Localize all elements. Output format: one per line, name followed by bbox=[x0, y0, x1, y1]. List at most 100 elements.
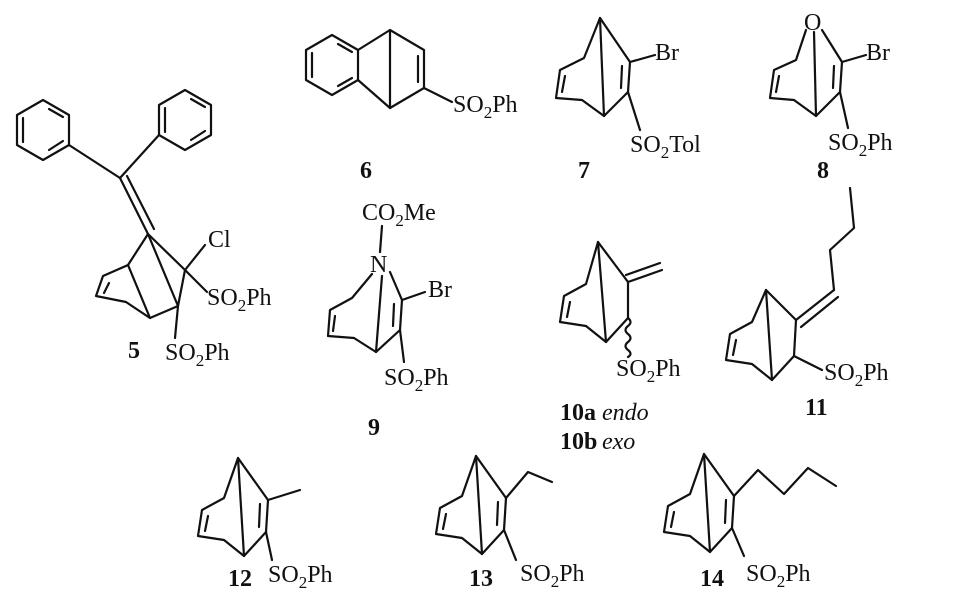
bicycle-bridge bbox=[374, 274, 384, 354]
bond-methylene-2 bbox=[624, 261, 662, 277]
alkene-inner bbox=[565, 300, 572, 319]
substituent-so2ph: SO2Ph bbox=[520, 561, 585, 591]
bicycle-frame bbox=[662, 452, 736, 554]
bond-so2ph bbox=[730, 526, 746, 558]
bicycle-frame bbox=[196, 456, 270, 558]
bond-alkylidene-2 bbox=[799, 295, 840, 329]
compound-9: CO2Me N Br SO2Ph 9 bbox=[326, 200, 452, 441]
bond-br bbox=[840, 53, 868, 64]
bond-n-co2me bbox=[378, 224, 384, 254]
compound-12: SO2Ph 12 bbox=[196, 456, 333, 592]
alkene-inner-2 bbox=[619, 64, 624, 90]
bond-so2tol bbox=[626, 90, 642, 132]
bond-br bbox=[400, 290, 427, 302]
substituent-so2ph-a: SO2Ph bbox=[207, 285, 272, 315]
bicycle-bridge bbox=[596, 240, 608, 344]
bicycle-frame bbox=[724, 288, 798, 382]
benzo-inner-3 bbox=[336, 76, 354, 88]
bicycle-bridge bbox=[474, 454, 484, 556]
bicycle-frame bbox=[768, 28, 844, 118]
bond-cl bbox=[183, 243, 207, 272]
butyl-chain bbox=[732, 466, 838, 498]
bicycle-frame bbox=[326, 270, 404, 354]
bicycle-bridge bbox=[126, 263, 152, 320]
compound-number: 12 bbox=[228, 566, 252, 592]
bridge-atom-n: N bbox=[370, 252, 387, 278]
compound-10: SO2Ph 10a endo 10b exo bbox=[558, 240, 681, 455]
benzo-ring bbox=[304, 33, 360, 97]
bicycle-bridge bbox=[702, 452, 712, 554]
benzo-inner-2 bbox=[336, 42, 354, 54]
alkene-inner bbox=[102, 281, 111, 295]
alkene-inner-1 bbox=[560, 74, 567, 94]
bicycle-frame bbox=[434, 454, 508, 556]
bond-ph-right bbox=[118, 133, 161, 180]
bicycle-frame bbox=[94, 232, 187, 320]
butyl-chain bbox=[828, 186, 856, 292]
compound-number-b: 10b bbox=[560, 429, 597, 455]
phenyl-right-inner-2 bbox=[189, 129, 207, 142]
compound-11: SO2Ph 11 bbox=[724, 186, 889, 421]
compound-number: 7 bbox=[578, 158, 590, 184]
substituent-so2ph-b: SO2Ph bbox=[165, 340, 230, 370]
substituent-so2ph: SO2Ph bbox=[453, 92, 518, 122]
bicycle-frame bbox=[554, 16, 632, 118]
bond-so2ph bbox=[264, 530, 274, 562]
alkene-inner-2 bbox=[391, 302, 396, 328]
bond-exo-double-1 bbox=[118, 176, 150, 236]
substituent-br: Br bbox=[866, 40, 890, 66]
compound-number: 5 bbox=[128, 338, 140, 364]
label-exo: exo bbox=[602, 429, 635, 455]
bicycle-bridge bbox=[236, 456, 246, 558]
phenyl-ring-left bbox=[15, 98, 71, 162]
substituent-so2ph: SO2Ph bbox=[828, 130, 893, 160]
substituent-so2ph: SO2Ph bbox=[616, 356, 681, 386]
bond-so2ph bbox=[422, 86, 454, 104]
bond-methyl bbox=[266, 488, 302, 502]
alkene-inner-2 bbox=[257, 502, 262, 529]
phenyl-right-inner-1 bbox=[189, 97, 207, 109]
compound-6: SO2Ph 6 bbox=[304, 28, 518, 184]
bicycle-bridge bbox=[598, 16, 606, 118]
bond-wavy bbox=[624, 316, 632, 359]
bond-so2ph bbox=[838, 90, 850, 130]
compound-14: SO2Ph 14 bbox=[662, 452, 838, 592]
bond-ph-left bbox=[67, 143, 122, 180]
bond-so2ph-1 bbox=[183, 268, 209, 294]
label-endo: endo bbox=[602, 400, 649, 426]
compound-number: 6 bbox=[360, 158, 372, 184]
compound-8: O Br SO2Ph 8 bbox=[768, 10, 893, 184]
substituent-so2tol: SO2Tol bbox=[630, 132, 701, 162]
alkene-inner bbox=[731, 338, 738, 357]
bicycle-frame bbox=[356, 28, 426, 110]
bicycle-bridge bbox=[812, 30, 818, 118]
compound-number: 14 bbox=[700, 566, 724, 592]
bond-br bbox=[628, 53, 657, 64]
compound-5: Cl SO2Ph SO2Ph 5 bbox=[15, 88, 272, 370]
bond-methylene-1 bbox=[626, 268, 664, 284]
substituent-br: Br bbox=[655, 40, 679, 66]
substituent-so2ph: SO2Ph bbox=[746, 561, 811, 591]
bond-so2ph bbox=[502, 528, 518, 562]
alkene-inner-2 bbox=[831, 64, 836, 90]
phenyl-left-inner-2 bbox=[47, 139, 65, 152]
bicycle-frame bbox=[558, 240, 630, 344]
substituent-br: Br bbox=[428, 277, 452, 303]
alkene-inner-1 bbox=[441, 512, 448, 531]
alkene-inner-1 bbox=[774, 74, 781, 94]
compound-number: 8 bbox=[817, 158, 829, 184]
substituent-co2me: CO2Me bbox=[362, 200, 436, 230]
bond-so2ph bbox=[398, 328, 406, 364]
bicycle-top-bridge bbox=[146, 232, 180, 308]
bicycle-bridge bbox=[764, 288, 774, 382]
alkene-inner-1 bbox=[669, 510, 676, 529]
phenyl-ring-right bbox=[157, 88, 213, 152]
alkene-inner-1 bbox=[331, 314, 337, 333]
compound-number-a: 10a bbox=[560, 400, 596, 426]
alkene-inner-2 bbox=[723, 498, 728, 525]
bond-so2ph bbox=[792, 354, 824, 372]
phenyl-left-inner-1 bbox=[47, 107, 65, 119]
substituent-so2ph: SO2Ph bbox=[824, 360, 889, 390]
bond-so2ph-2 bbox=[173, 304, 180, 340]
